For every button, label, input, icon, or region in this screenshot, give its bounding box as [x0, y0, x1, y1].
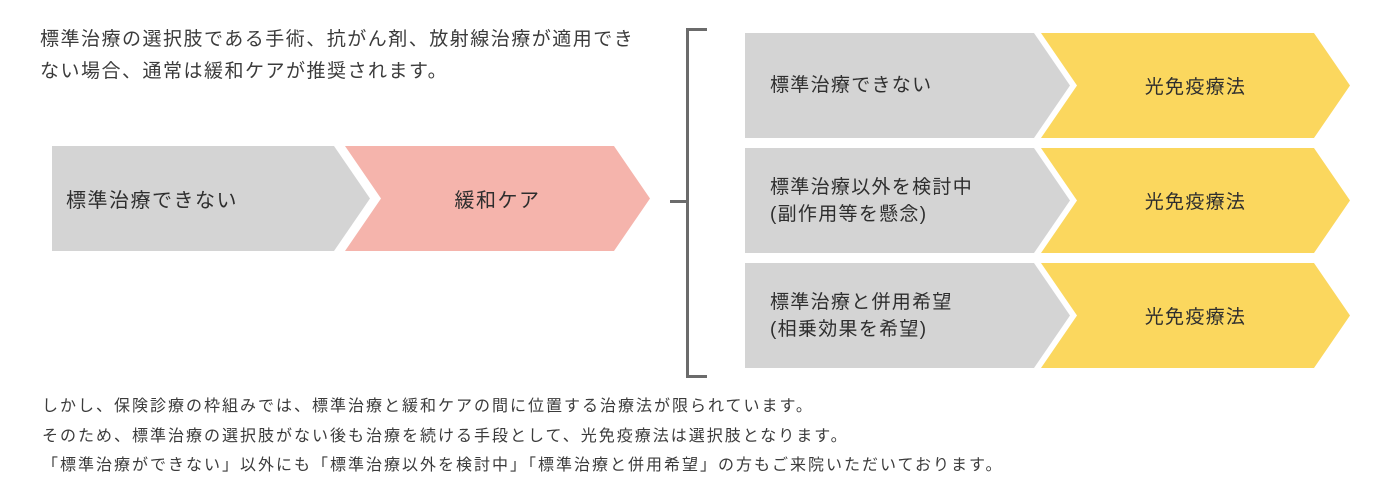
intro-line-2: ない場合、通常は緩和ケアが推奨されます。 — [40, 61, 449, 82]
bracket-mid-tick — [670, 200, 686, 203]
intro-paragraph: 標準治療の選択肢である手術、抗がん剤、放射線治療が適用でき ない場合、通常は緩和… — [40, 24, 700, 88]
right-flow-2-result-label: 光免疫療法 — [1144, 192, 1247, 213]
right-flow-2-result-arrow: 光免疫療法 — [1041, 148, 1350, 253]
footer-paragraph: しかし、保険診療の枠組みでは、標準治療と緩和ケアの間に位置する治療法が限られてい… — [42, 392, 1142, 481]
bracket-top-tick — [686, 28, 707, 31]
left-flow-source-label: 標準治療できない — [66, 190, 238, 212]
right-flow-2-source-shape: 標準治療以外を検討中 (副作用等を懸念) — [745, 148, 1070, 253]
footer-line-3: 「標準治療ができない」以外にも「標準治療以外を検討中」「標準治療と併用希望」の方… — [42, 457, 1004, 474]
right-flow-1-result-arrow: 光免疫療法 — [1041, 33, 1350, 138]
left-flow-result-arrow: 緩和ケア — [345, 146, 650, 251]
bracket-bottom-tick — [686, 375, 707, 378]
bracket-vertical-line — [686, 28, 689, 378]
right-flow-2-source-line-2: (副作用等を懸念) — [770, 203, 928, 225]
intro-line-1: 標準治療の選択肢である手術、抗がん剤、放射線治療が適用でき — [40, 29, 635, 50]
right-flow-3-source-shape: 標準治療と併用希望 (相乗効果を希望) — [745, 263, 1070, 368]
right-flow-1-source-shape: 標準治療できない — [745, 33, 1070, 138]
footer-line-2: そのため、標準治療の選択肢がない後も治療を続ける手段として、光免疫療法は選択肢と… — [42, 427, 849, 445]
right-flow-3-result-arrow: 光免疫療法 — [1041, 263, 1350, 368]
right-flow-2-source-line-1: 標準治療以外を検討中 — [770, 176, 974, 198]
right-flow-3-source-line-2: (相乗効果を希望) — [770, 318, 928, 340]
footer-line-1: しかし、保険診療の枠組みでは、標準治療と緩和ケアの間に位置する治療法が限られてい… — [42, 398, 814, 415]
left-flow-source-shape: 標準治療できない — [52, 146, 370, 251]
right-flow-1-result-label: 光免疫療法 — [1144, 77, 1247, 98]
right-flow-3-source-line-1: 標準治療と併用希望 — [770, 291, 953, 313]
left-flow-result-label: 緩和ケア — [454, 190, 541, 212]
right-flow-1-source-line-1: 標準治療できない — [770, 75, 933, 96]
right-flow-3-result-label: 光免疫療法 — [1144, 307, 1247, 328]
